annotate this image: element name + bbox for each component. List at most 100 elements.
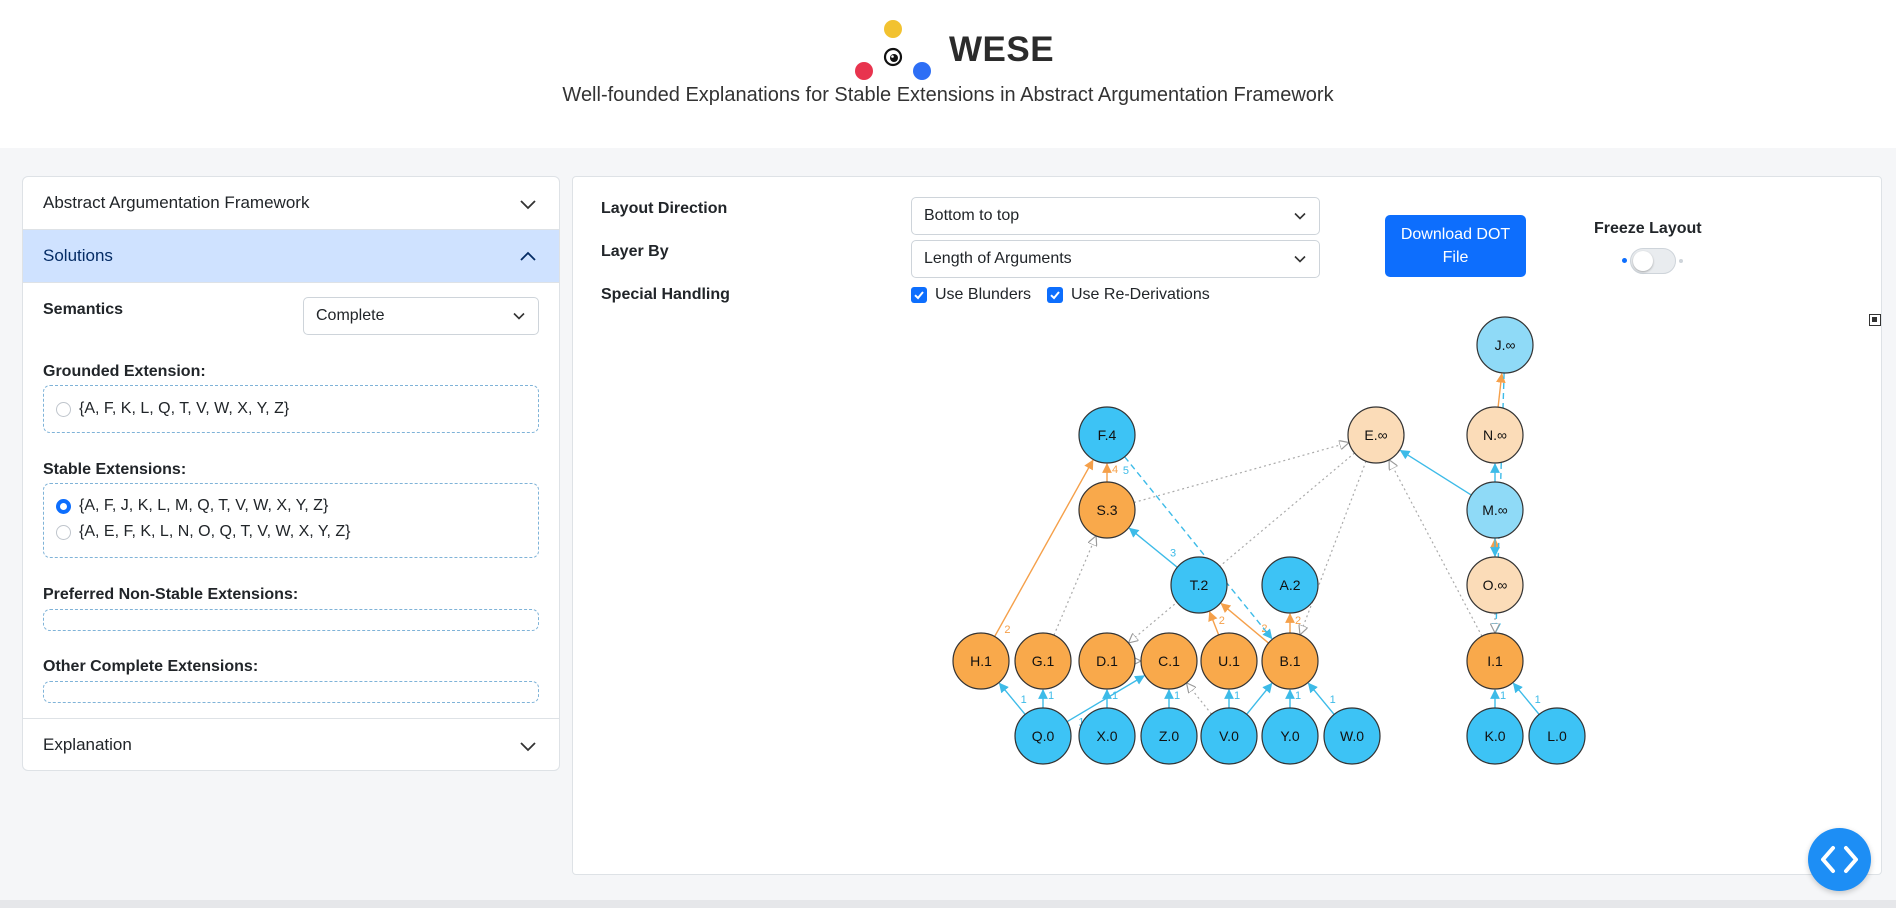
radio-checked-icon[interactable] <box>56 498 71 514</box>
special-handling-label: Special Handling <box>601 286 730 303</box>
node-circle-I[interactable] <box>1466 632 1524 690</box>
edge-E-D <box>1129 452 1355 642</box>
node-J[interactable]: J.∞ <box>1476 316 1534 374</box>
node-Q[interactable]: Q.0 <box>1014 707 1072 765</box>
fullscreen-icon[interactable] <box>1869 314 1881 326</box>
node-L[interactable]: L.0 <box>1528 707 1586 765</box>
edge-E-B <box>1300 460 1367 634</box>
chevron-down-icon <box>1294 255 1306 263</box>
node-circle-U[interactable] <box>1200 632 1258 690</box>
layout-direction-value: Bottom to top <box>924 207 1020 224</box>
edge-B-T <box>1220 602 1269 644</box>
node-circle-B[interactable] <box>1261 632 1319 690</box>
semantics-label: Semantics <box>43 301 124 318</box>
node-circle-E[interactable] <box>1347 406 1405 464</box>
use-rederivations-checkbox[interactable] <box>1047 287 1063 303</box>
stable-extensions-box: {A, F, J, K, L, M, Q, T, V, W, X, Y, Z} … <box>43 483 539 558</box>
node-S[interactable]: S.3 <box>1078 481 1136 539</box>
radio-unchecked-icon[interactable] <box>56 401 71 417</box>
node-B[interactable]: B.1 <box>1261 632 1319 690</box>
node-H[interactable]: H.1 <box>952 632 1010 690</box>
node-M[interactable]: M.∞ <box>1466 481 1524 539</box>
node-circle-H[interactable] <box>952 632 1010 690</box>
use-blunders-checkbox[interactable] <box>911 287 927 303</box>
toggle-right-dot <box>1679 259 1683 263</box>
node-A[interactable]: A.2 <box>1261 556 1319 614</box>
node-circle-S[interactable] <box>1078 481 1136 539</box>
edge-label-Y-B: 1 <box>1295 690 1301 702</box>
edge-label-S-F: 4 <box>1112 464 1118 476</box>
node-D[interactable]: D.1 <box>1078 632 1136 690</box>
node-circle-V[interactable] <box>1200 707 1258 765</box>
use-rederivations-label[interactable]: Use Re-Derivations <box>1071 286 1210 303</box>
edge-S-E <box>1133 443 1348 504</box>
node-label-J: J.∞ <box>1495 337 1516 353</box>
grounded-extension-option[interactable]: {A, F, K, L, Q, T, V, W, X, Y, Z} <box>56 398 289 420</box>
grounded-extension-box: {A, F, K, L, Q, T, V, W, X, Y, Z} <box>43 385 539 433</box>
edge-label-W-B: 1 <box>1330 694 1336 706</box>
use-blunders-label[interactable]: Use Blunders <box>935 286 1032 303</box>
node-label-I: I.1 <box>1487 653 1503 669</box>
node-label-C: C.1 <box>1158 653 1180 669</box>
node-T[interactable]: T.2 <box>1170 556 1228 614</box>
code-toggle-button[interactable] <box>1808 828 1871 891</box>
node-circle-D[interactable] <box>1078 632 1136 690</box>
node-circle-K[interactable] <box>1466 707 1524 765</box>
node-F[interactable]: F.4 <box>1078 406 1136 464</box>
node-label-E: E.∞ <box>1364 427 1387 443</box>
node-K[interactable]: K.0 <box>1466 707 1524 765</box>
freeze-layout-toggle[interactable] <box>1630 248 1676 274</box>
node-W[interactable]: W.0 <box>1323 707 1381 765</box>
stable-extension-option-1[interactable]: {A, F, J, K, L, M, Q, T, V, W, X, Y, Z} <box>56 495 328 517</box>
node-label-A: A.2 <box>1279 577 1300 593</box>
accordion-header-aaf[interactable]: Abstract Argumentation Framework <box>23 177 559 230</box>
node-N[interactable]: N.∞ <box>1466 406 1524 464</box>
node-circle-X[interactable] <box>1078 707 1136 765</box>
other-extensions-label: Other Complete Extensions: <box>43 658 259 675</box>
layer-by-value: Length of Arguments <box>924 250 1072 267</box>
accordion-header-explanation[interactable]: Explanation <box>23 718 559 770</box>
edge-L-I <box>1512 682 1540 715</box>
node-circle-F[interactable] <box>1078 406 1136 464</box>
node-Y[interactable]: Y.0 <box>1261 707 1319 765</box>
edge-F-B <box>1124 456 1273 640</box>
accordion-header-solutions[interactable]: Solutions <box>23 230 559 283</box>
node-V[interactable]: V.0 <box>1200 707 1258 765</box>
node-E[interactable]: E.∞ <box>1347 406 1405 464</box>
node-label-T: T.2 <box>1190 577 1209 593</box>
node-circle-N[interactable] <box>1466 406 1524 464</box>
stable-extension-option-2[interactable]: {A, E, F, K, L, N, O, Q, T, V, W, X, Y, … <box>56 521 351 543</box>
node-circle-O[interactable] <box>1466 556 1524 614</box>
node-I[interactable]: I.1 <box>1466 632 1524 690</box>
node-circle-C[interactable] <box>1140 632 1198 690</box>
node-label-O: O.∞ <box>1483 577 1508 593</box>
edge-V-B <box>1246 682 1273 715</box>
node-circle-M[interactable] <box>1466 481 1524 539</box>
layer-by-select[interactable]: Length of Arguments <box>911 240 1320 278</box>
edge-label-Q-C: 1 <box>1078 716 1084 728</box>
node-Z[interactable]: Z.0 <box>1140 707 1198 765</box>
chevron-up-icon <box>520 251 536 261</box>
app-subtitle: Well-founded Explanations for Stable Ext… <box>562 84 1334 106</box>
edge-label-V-U: 1 <box>1234 690 1240 702</box>
node-X[interactable]: X.0 <box>1078 707 1136 765</box>
layout-direction-select[interactable]: Bottom to top <box>911 197 1320 235</box>
node-O[interactable]: O.∞ <box>1466 556 1524 614</box>
node-label-B: B.1 <box>1279 653 1300 669</box>
node-C[interactable]: C.1 <box>1140 632 1198 690</box>
download-dot-button[interactable]: Download DOT File <box>1385 215 1526 277</box>
node-U[interactable]: U.1 <box>1200 632 1258 690</box>
node-G[interactable]: G.1 <box>1014 632 1072 690</box>
node-circle-L[interactable] <box>1528 707 1586 765</box>
node-circle-A[interactable] <box>1261 556 1319 614</box>
semantics-select[interactable]: Complete <box>303 297 539 335</box>
node-circle-T[interactable] <box>1170 556 1228 614</box>
node-circle-W[interactable] <box>1323 707 1381 765</box>
node-circle-Q[interactable] <box>1014 707 1072 765</box>
node-circle-Y[interactable] <box>1261 707 1319 765</box>
node-label-X: X.0 <box>1096 728 1117 744</box>
node-circle-G[interactable] <box>1014 632 1072 690</box>
node-circle-J[interactable] <box>1476 316 1534 374</box>
node-circle-Z[interactable] <box>1140 707 1198 765</box>
radio-unchecked-icon[interactable] <box>56 524 71 540</box>
